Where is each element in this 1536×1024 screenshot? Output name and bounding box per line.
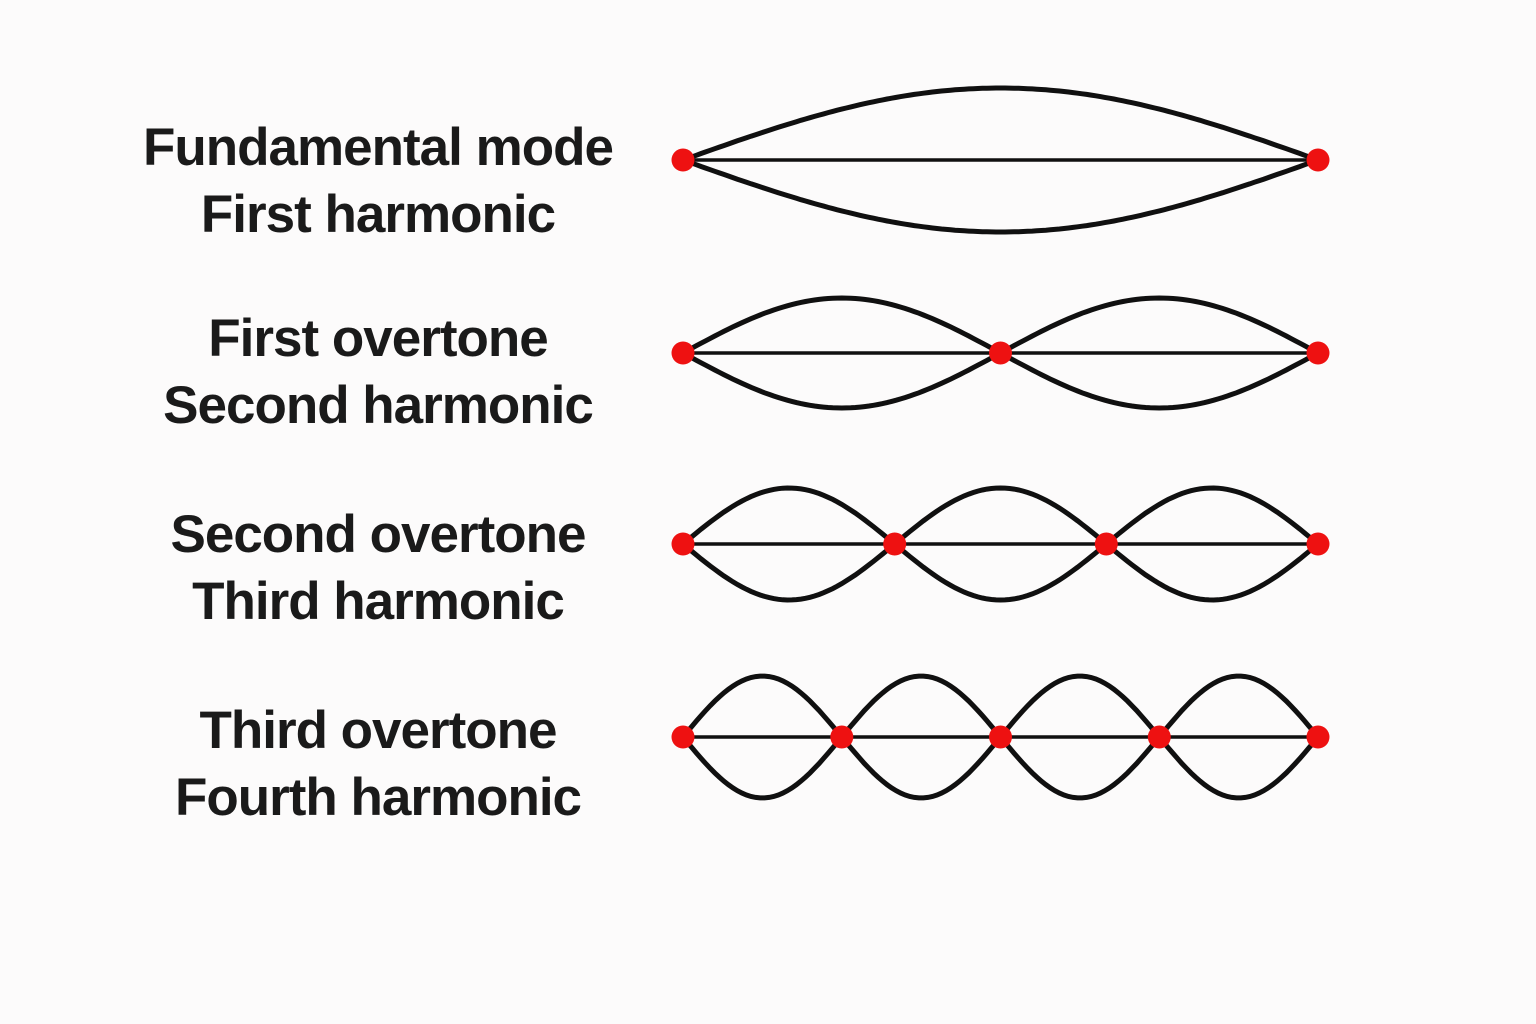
harmonic-name: Third harmonic <box>192 572 565 631</box>
node-dot <box>989 725 1012 749</box>
node-dot <box>1306 725 1330 749</box>
node-dot <box>671 341 695 365</box>
node-dot <box>671 532 695 556</box>
standing-wave-figure <box>671 295 1330 411</box>
wave-curve <box>680 485 1321 603</box>
harmonic-row: Fundamental mode First harmonic <box>0 65 1536 255</box>
harmonic-row: First overtone Second harmonic <box>0 258 1536 448</box>
wave-curve <box>680 485 1321 603</box>
harmonic-label: Second overtone Third harmonic <box>56 501 700 635</box>
wave-curve <box>680 157 1321 235</box>
mode-name: Third overtone <box>199 701 557 760</box>
node-dot <box>1094 532 1118 556</box>
standing-wave-figure <box>671 485 1330 603</box>
node-dot <box>883 532 907 556</box>
harmonic-name: Second harmonic <box>163 376 594 435</box>
node-dot <box>1147 725 1171 749</box>
node-dot <box>671 148 695 172</box>
harmonic-label: Fundamental mode First harmonic <box>56 114 700 248</box>
harmonic-row: Second overtone Third harmonic <box>0 449 1536 639</box>
mode-name: Fundamental mode <box>143 118 614 177</box>
node-dot <box>830 725 854 749</box>
standing-wave-figure <box>671 85 1330 235</box>
harmonic-row: Third overtone Fourth harmonic <box>0 642 1536 832</box>
node-dot <box>1306 148 1330 172</box>
node-dot <box>671 725 695 749</box>
harmonic-label: Third overtone Fourth harmonic <box>56 697 700 831</box>
wave-curve <box>680 85 1321 163</box>
standing-wave-figure <box>671 673 1330 801</box>
harmonic-name: Fourth harmonic <box>174 768 582 827</box>
mode-name: First overtone <box>208 309 548 368</box>
harmonic-name: First harmonic <box>200 185 556 244</box>
node-dot <box>1306 532 1330 556</box>
mode-name: Second overtone <box>170 505 587 564</box>
harmonic-label: First overtone Second harmonic <box>56 305 700 439</box>
node-dot <box>1306 341 1330 365</box>
node-dot <box>989 341 1012 365</box>
